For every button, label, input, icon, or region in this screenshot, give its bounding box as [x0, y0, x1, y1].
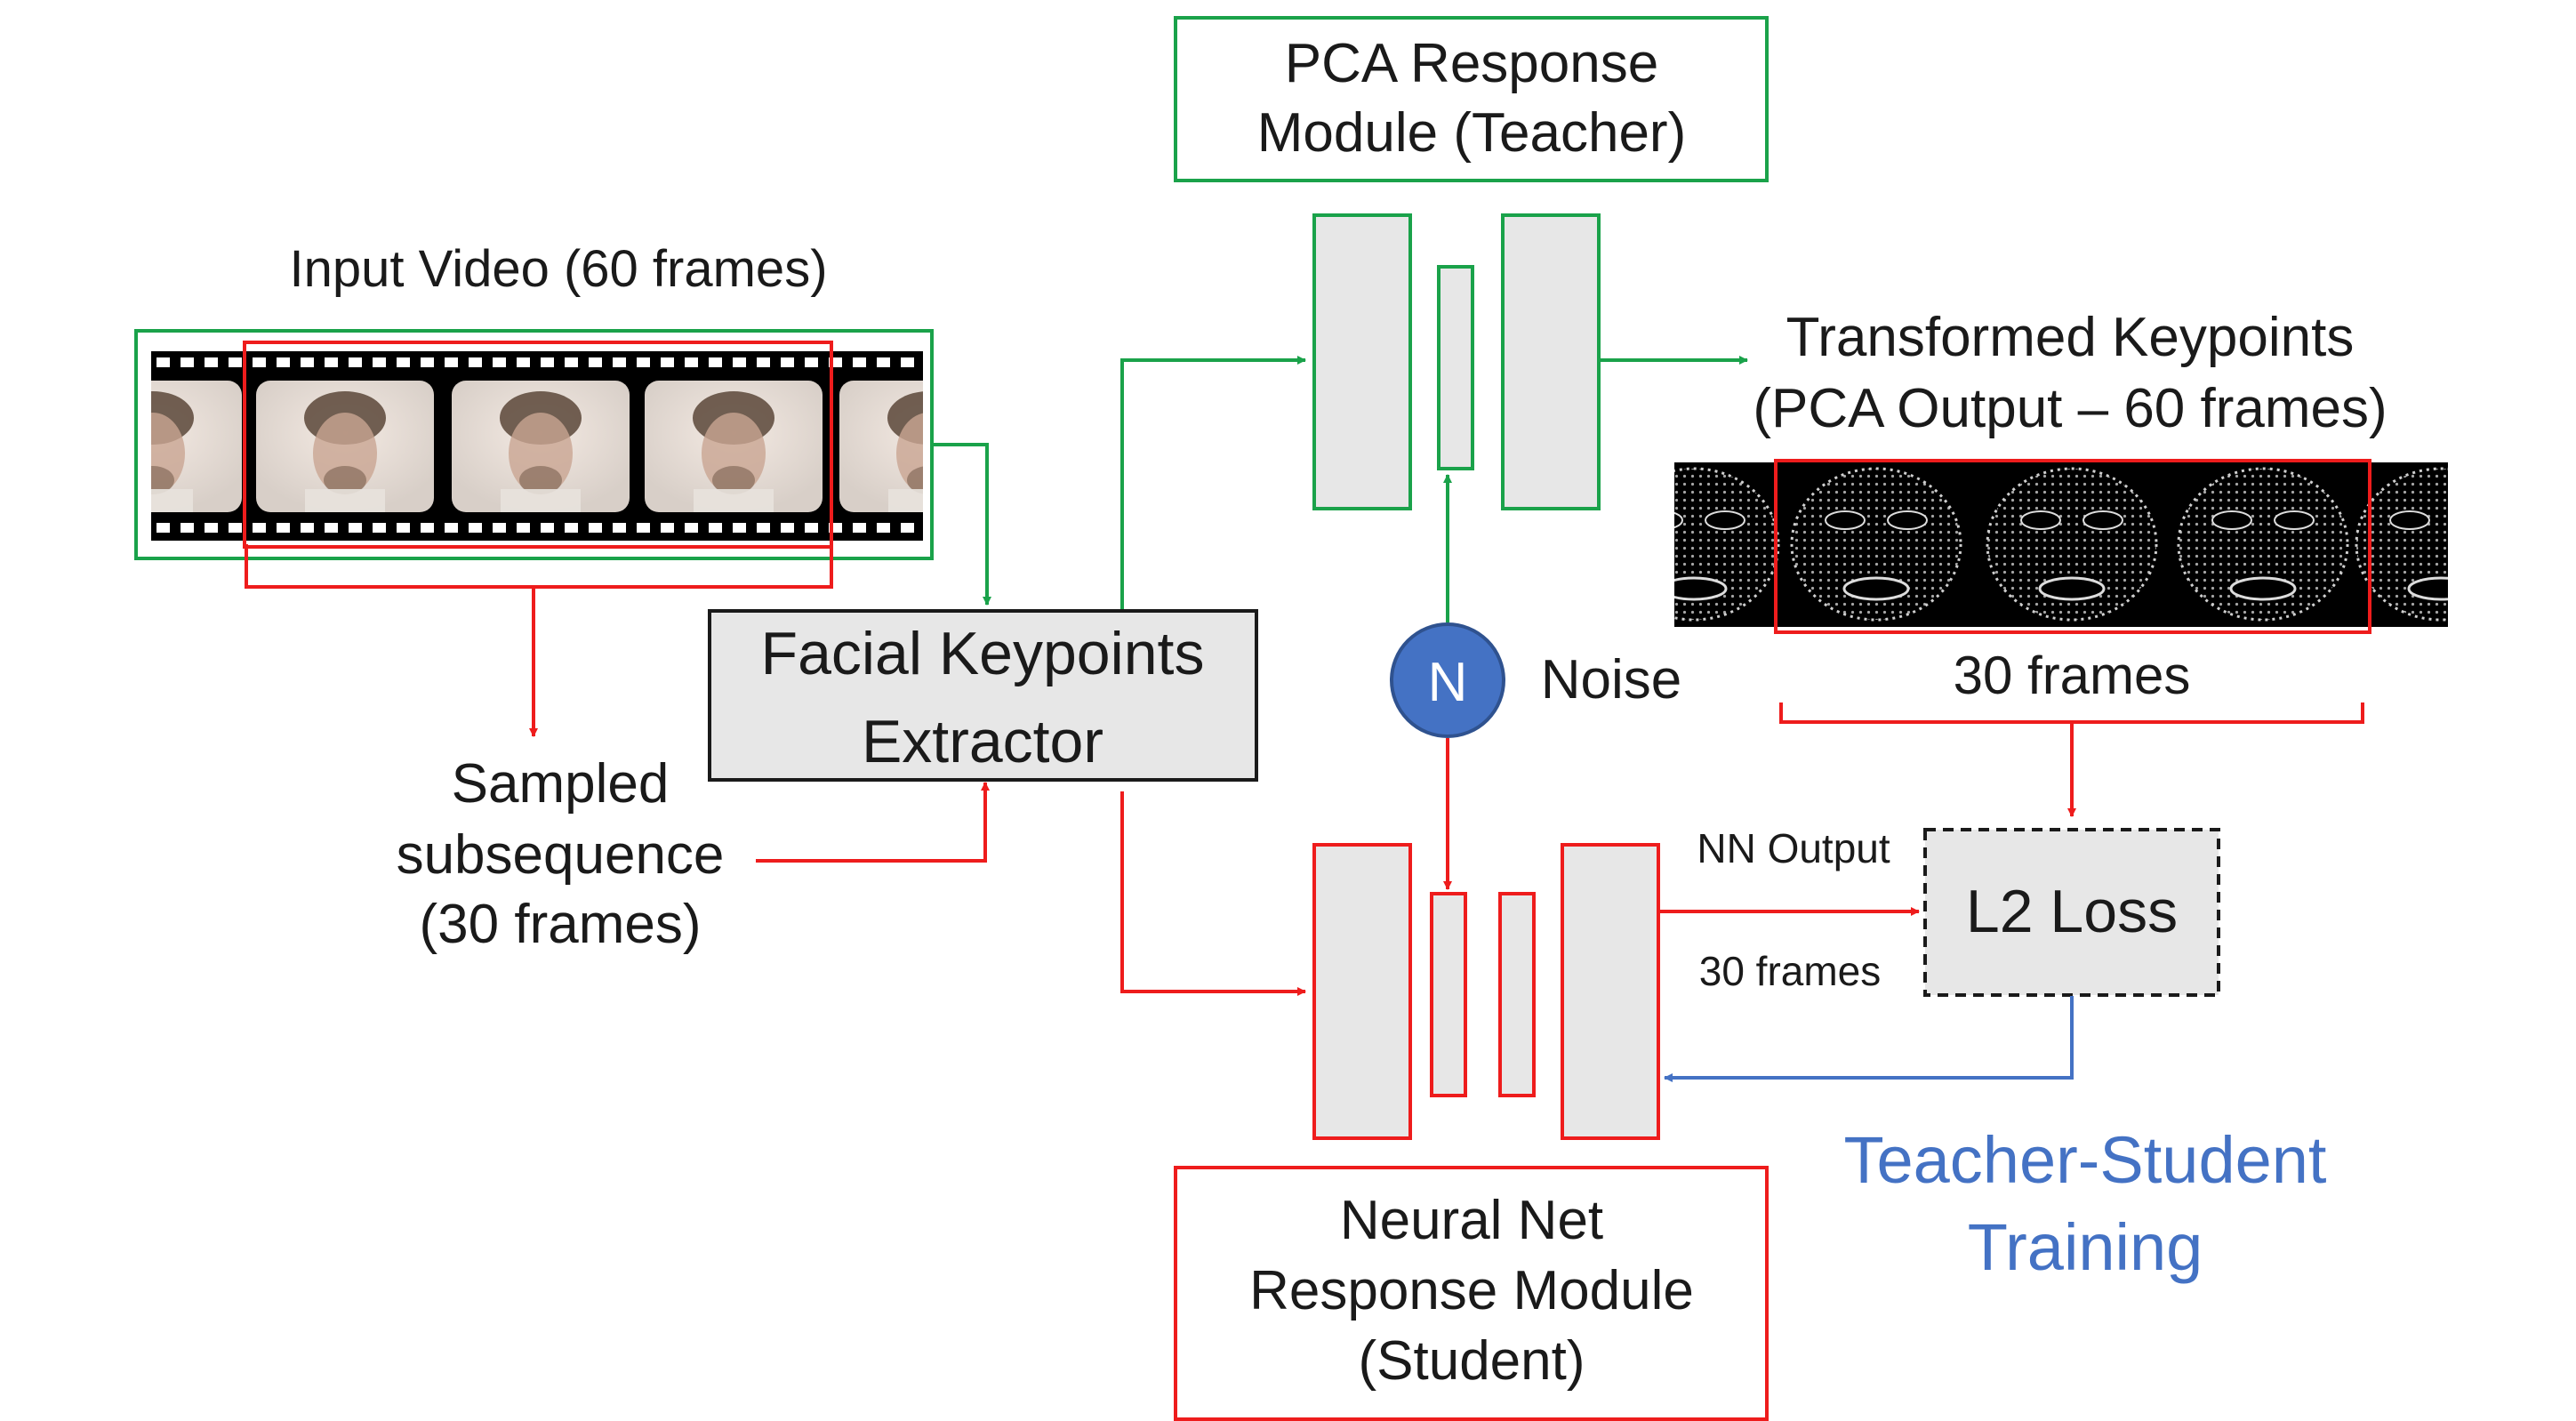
facial-keypoints-extractor-box [708, 609, 1258, 782]
extractor-to-pca-arrow [1120, 356, 1306, 609]
sampled-label-line2: subsequence [397, 824, 725, 886]
l2-loss-label: L2 Loss [1966, 878, 2178, 945]
extractor-to-nn-arrow [1120, 791, 1306, 996]
student-label-line3: (Student) [1358, 1330, 1585, 1392]
pca-module-label-box [1174, 16, 1769, 182]
transformed-label-line1: Transformed Keypoints [1786, 307, 2355, 368]
pca-encoder-block [1312, 213, 1412, 510]
sampled-subsequence-highlight [243, 341, 833, 549]
nn-hidden-block-2 [1498, 892, 1536, 1097]
student-module-label-box [1174, 1166, 1769, 1421]
nn-network [1312, 843, 1660, 1140]
nn-encoder-block [1312, 843, 1412, 1140]
loss-feedback-arrow [1664, 996, 2074, 1082]
input-video-label: Input Video (60 frames) [289, 240, 827, 298]
student-label-line1: Neural Net [1340, 1190, 1603, 1251]
teacher-student-label-line1: Teacher-Student [1843, 1123, 2326, 1197]
transformed-subsequence-highlight [1774, 459, 2371, 634]
transformed-frames-label: 30 frames [1954, 646, 2191, 705]
pca-module-line2: Module (Teacher) [1257, 102, 1686, 164]
keypoint-mesh-image [1674, 462, 2448, 627]
sampled-label-line1: Sampled [452, 753, 670, 815]
l2-loss-box [1923, 828, 2220, 997]
nn-decoder-block [1561, 843, 1660, 1140]
frames-bracket [1779, 702, 2364, 724]
transformed-label-line2: (PCA Output – 60 frames) [1753, 378, 2387, 439]
extractor-label-line1: Facial Keypoints [761, 620, 1205, 687]
noise-symbol: N [1428, 652, 1468, 713]
pca-network [1312, 213, 1601, 510]
pca-module-line1: PCA Response [1285, 33, 1658, 94]
teacher-student-label-line2: Training [1968, 1210, 2203, 1284]
extractor-label-line2: Extractor [862, 708, 1103, 775]
film-strip-face-image [151, 351, 923, 541]
pca-decoder-block [1501, 213, 1601, 510]
noise-label: Noise [1541, 649, 1682, 710]
pca-bottleneck-block [1437, 265, 1474, 470]
input-video-frame-border [134, 329, 934, 560]
student-label-line2: Response Module [1249, 1260, 1694, 1321]
input-video-film-strip [134, 329, 934, 560]
nn-output-label: NN Output [1697, 825, 1890, 871]
sampled-to-extractor-arrow [756, 782, 990, 863]
noise-node-icon [1390, 622, 1505, 738]
video-to-extractor-arrow [934, 443, 991, 606]
sampled-label-line3: (30 frames) [420, 894, 702, 955]
nn-frames-label: 30 frames [1699, 948, 1882, 994]
nn-hidden-block-1 [1430, 892, 1467, 1097]
